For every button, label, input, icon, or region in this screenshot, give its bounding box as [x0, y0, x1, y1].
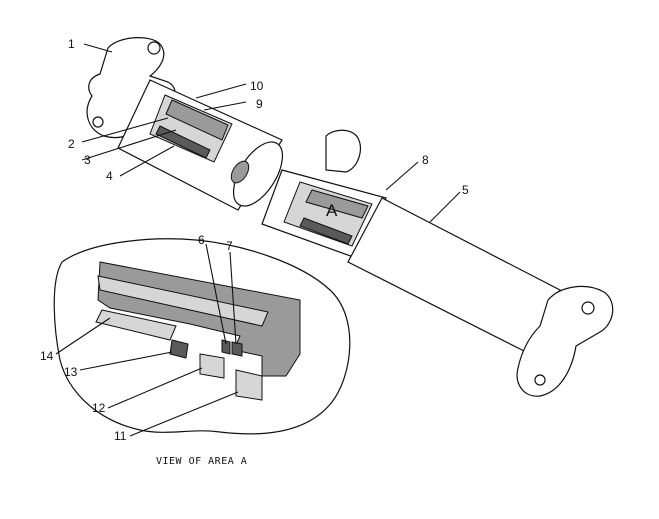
callout-5: 5 — [462, 183, 469, 197]
callout-2: 2 — [68, 137, 75, 151]
callout-11: 11 — [114, 429, 127, 443]
driveshaft-assembly — [86, 37, 614, 397]
leader-lines — [55, 43, 461, 437]
callout-13: 13 — [64, 365, 78, 379]
callout-1: 1 — [68, 37, 75, 51]
detail-view-area-a — [53, 238, 351, 435]
callout-10: 10 — [250, 79, 264, 93]
callout-6: 6 — [198, 233, 205, 247]
detail-caption: VIEW OF AREA A — [156, 456, 247, 467]
callout-7: 7 — [226, 239, 233, 253]
callout-12: 12 — [92, 401, 106, 415]
callout-14: 14 — [40, 349, 54, 363]
callout-4: 4 — [106, 169, 113, 183]
callout-3: 3 — [84, 153, 91, 167]
callout-8: 8 — [422, 153, 429, 167]
area-a-label: A — [326, 201, 338, 220]
callout-9: 9 — [256, 97, 263, 111]
